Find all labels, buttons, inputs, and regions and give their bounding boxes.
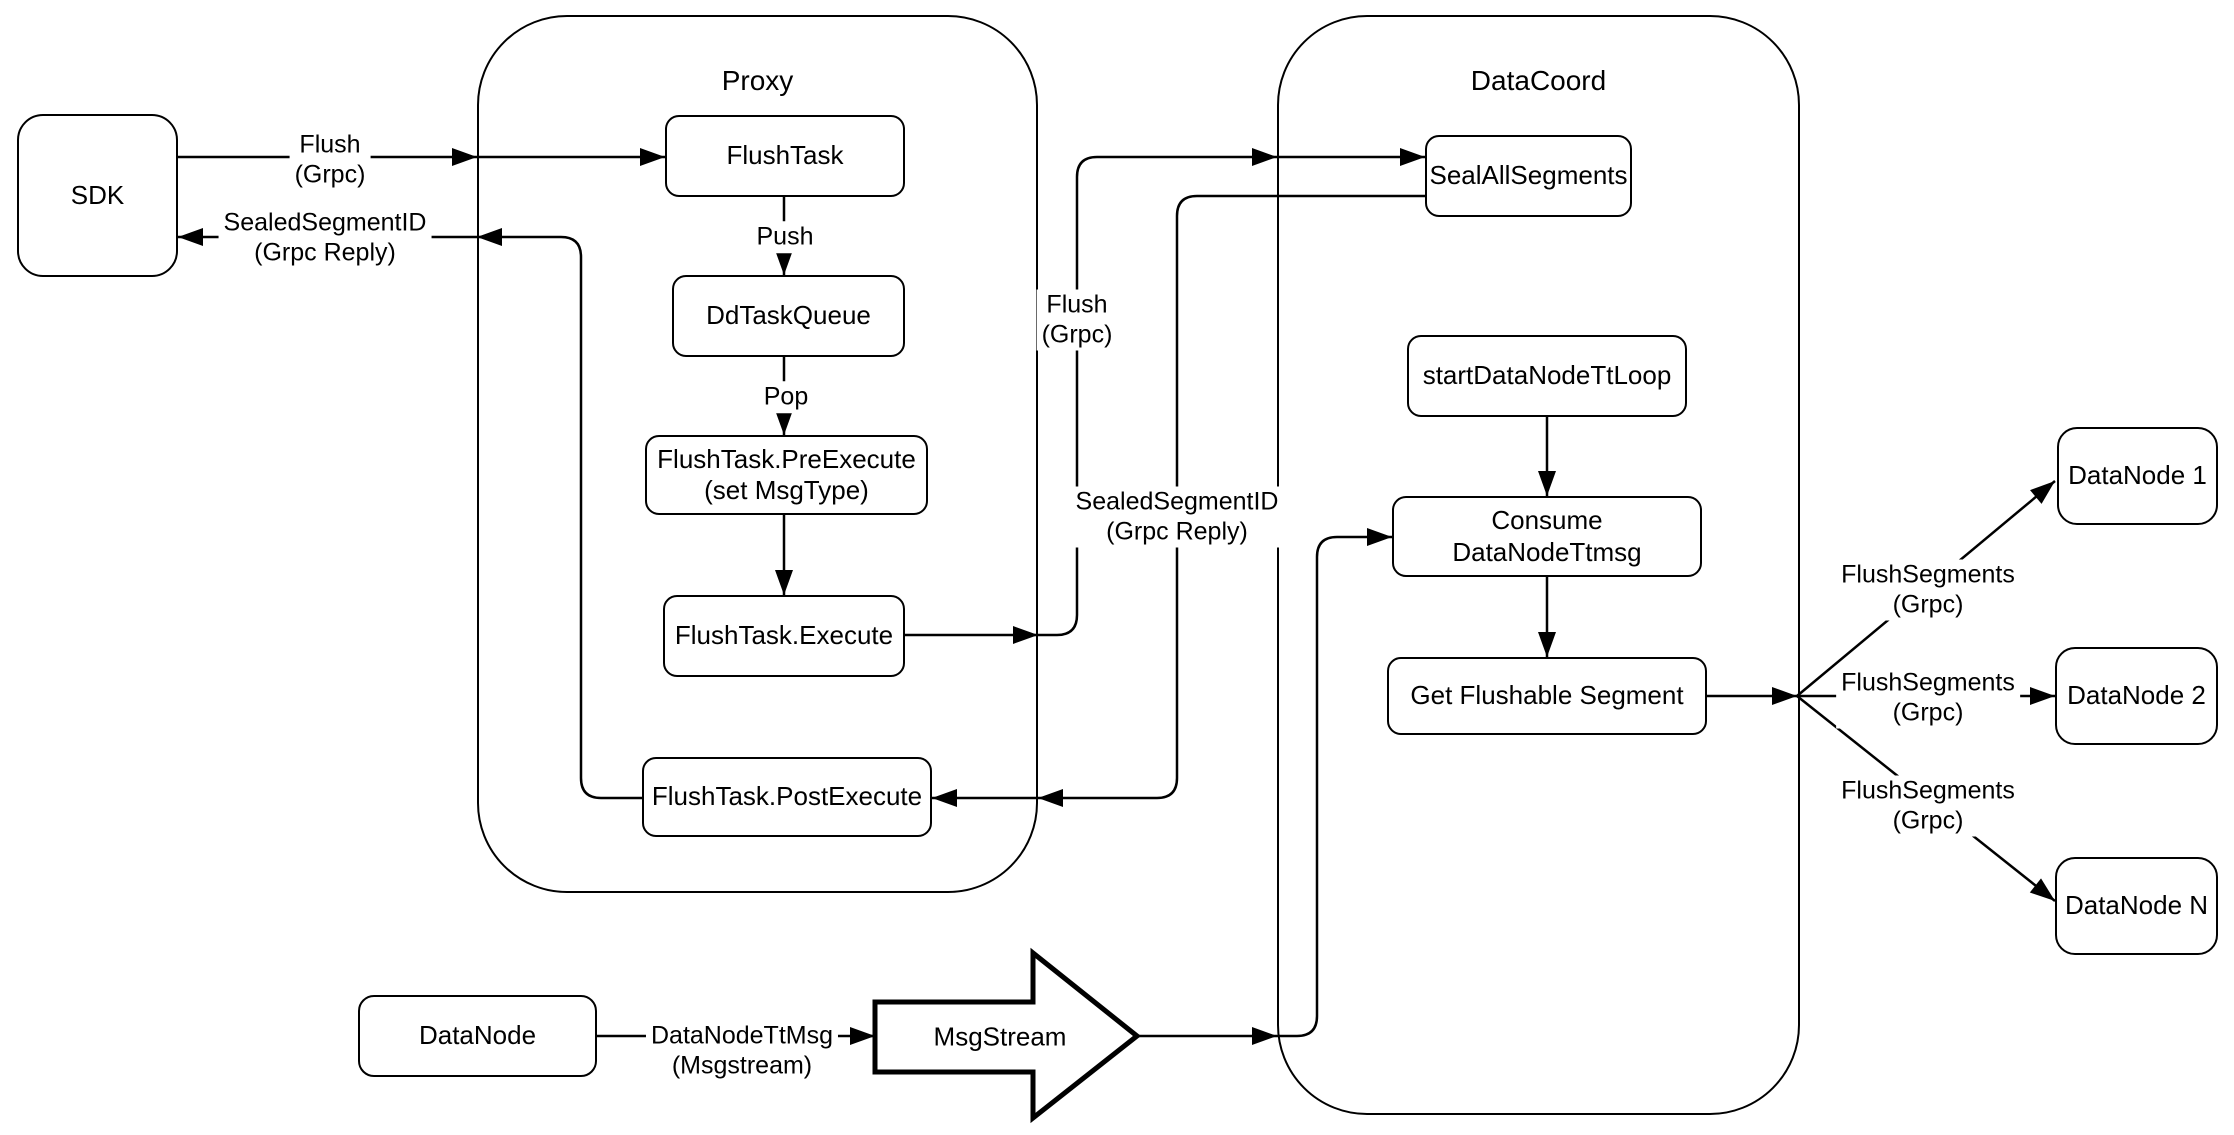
node-datanode-1-label: DataNode 1: [2068, 460, 2207, 491]
msgstream-label: MsgStream: [933, 1021, 1067, 1052]
node-ddtaskqueue: DdTaskQueue: [672, 275, 905, 357]
node-sdk: SDK: [17, 114, 178, 277]
edge-label-sealedsegmentid-sdk: SealedSegmentID (Grpc Reply): [218, 207, 432, 269]
edge-label-flushsegments-1: FlushSegments (Grpc): [1836, 559, 2020, 621]
node-datanode-n-label: DataNode N: [2064, 890, 2209, 921]
node-datanode-n: DataNode N: [2055, 857, 2218, 955]
edge-postexecute-to-proxy-edge: [477, 228, 642, 800]
edge-label-flushsegments-3: FlushSegments (Grpc): [1836, 775, 2020, 837]
node-datanode-1: DataNode 1: [2057, 427, 2218, 525]
node-flushtask-postexecute-label: FlushTask.PostExecute: [651, 781, 923, 812]
node-get-flushable-segment-label: Get Flushable Segment: [1410, 680, 1684, 711]
node-ddtaskqueue-label: DdTaskQueue: [706, 300, 871, 331]
node-datanode-bottom: DataNode: [358, 995, 597, 1077]
node-sealallsegments: SealAllSegments: [1425, 135, 1632, 217]
edge-label-flush-grpc-sdk: Flush (Grpc): [289, 129, 371, 191]
edge-datacoord-to-consume: [1277, 528, 1392, 1038]
node-flushtask-execute-label: FlushTask.Execute: [674, 620, 894, 651]
node-flushtask-preexecute: FlushTask.PreExecute (set MsgType): [645, 435, 928, 515]
edge-label-sealedsegmentid-mid: SealedSegmentID (Grpc Reply): [1070, 486, 1284, 548]
node-flushtask-label: FlushTask: [726, 140, 844, 171]
node-datanode-bottom-label: DataNode: [418, 1020, 537, 1051]
node-flushtask-postexecute: FlushTask.PostExecute: [642, 757, 932, 837]
node-get-flushable-segment: Get Flushable Segment: [1387, 657, 1707, 735]
node-datanode-2: DataNode 2: [2055, 647, 2218, 745]
edge-label-pop: Pop: [758, 381, 814, 413]
edge-label-flush-grpc-mid: Flush (Grpc): [1036, 289, 1118, 351]
edge-label-push: Push: [751, 221, 819, 253]
node-sdk-label: SDK: [70, 179, 125, 210]
node-datanode-2-label: DataNode 2: [2067, 680, 2206, 711]
node-flushtask-preexecute-label: FlushTask.PreExecute (set MsgType): [657, 443, 916, 505]
node-startdatanodettloop: startDataNodeTtLoop: [1407, 335, 1687, 417]
node-startdatanodettloop-label: startDataNodeTtLoop: [1422, 360, 1672, 391]
edge-label-flushsegments-2: FlushSegments (Grpc): [1836, 667, 2020, 729]
edge-flush-up-to-datacoord: [1038, 148, 1277, 637]
node-consume-datanodettmsg-label: Consume DataNodeTtmsg: [1452, 505, 1642, 567]
node-sealallsegments-label: SealAllSegments: [1429, 160, 1628, 191]
msgstream-arrow-shape: [872, 947, 1142, 1124]
node-flushtask-execute: FlushTask.Execute: [663, 595, 905, 677]
node-flushtask: FlushTask: [665, 115, 905, 197]
datacoord-title: DataCoord: [1470, 65, 1607, 96]
edge-label-datanodettmsg: DataNodeTtMsg (Msgstream): [645, 1020, 839, 1082]
proxy-container: Proxy: [477, 15, 1038, 893]
node-consume-datanodettmsg: Consume DataNodeTtmsg: [1392, 496, 1702, 577]
datacoord-container: DataCoord: [1277, 15, 1800, 1115]
proxy-title: Proxy: [721, 65, 794, 96]
